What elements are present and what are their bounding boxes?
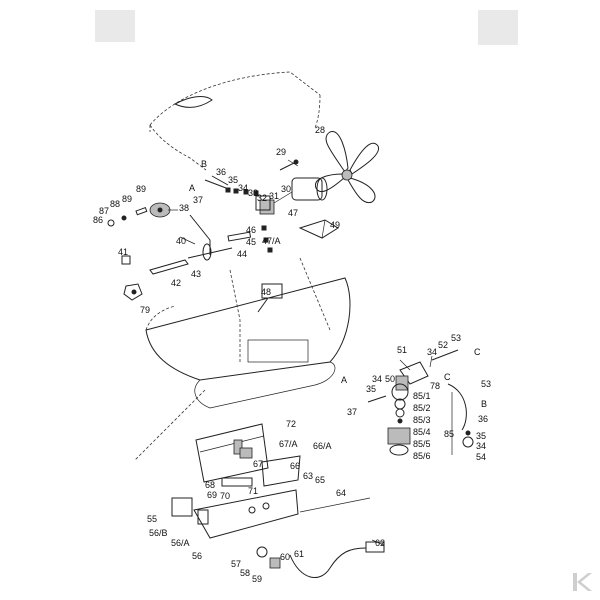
label-C1: C bbox=[474, 347, 481, 357]
label-47: 47 bbox=[288, 208, 298, 218]
label-34a: 34 bbox=[238, 183, 248, 193]
label-31: 31 bbox=[269, 191, 279, 201]
label-44: 44 bbox=[237, 249, 247, 259]
label-59: 59 bbox=[252, 574, 262, 584]
label-85: 85 bbox=[444, 429, 454, 439]
label-35a: 35 bbox=[228, 175, 238, 185]
label-30: 30 bbox=[281, 184, 291, 194]
power-cable bbox=[256, 541, 385, 578]
label-56: 56 bbox=[192, 551, 202, 561]
label-48: 48 bbox=[261, 287, 271, 297]
label-34d: 34 bbox=[476, 441, 486, 451]
lower-housing bbox=[145, 257, 351, 409]
label-35b: 35 bbox=[366, 384, 376, 394]
label-37b: 37 bbox=[347, 407, 357, 417]
photocell bbox=[279, 159, 299, 171]
label-35c: 35 bbox=[476, 431, 486, 441]
label-66A: 66/A bbox=[313, 441, 332, 451]
label-87: 87 bbox=[99, 206, 109, 216]
label-B2: B bbox=[481, 399, 487, 409]
label-45: 45 bbox=[246, 237, 256, 247]
label-64: 64 bbox=[336, 488, 346, 498]
label-67A: 67/A bbox=[279, 439, 298, 449]
label-34b: 34 bbox=[427, 347, 437, 357]
link-line bbox=[134, 389, 206, 461]
fittings-row-upper bbox=[204, 175, 259, 196]
label-42: 42 bbox=[171, 278, 181, 288]
label-58: 58 bbox=[240, 568, 250, 578]
brand-k-icon bbox=[573, 573, 592, 591]
control-box bbox=[171, 423, 301, 539]
ghost-block-right bbox=[478, 10, 518, 45]
leader-lines bbox=[168, 159, 453, 546]
label-57: 57 bbox=[231, 559, 241, 569]
label-79: 79 bbox=[140, 305, 150, 315]
label-66: 66 bbox=[290, 461, 300, 471]
label-56A: 56/A bbox=[171, 538, 190, 548]
pump-filter-assembly bbox=[367, 349, 474, 456]
label-61: 61 bbox=[294, 549, 304, 559]
label-85-6: 85/6 bbox=[413, 451, 431, 461]
label-49: 49 bbox=[330, 220, 340, 230]
ghost-block-left bbox=[95, 10, 135, 42]
label-70: 70 bbox=[220, 491, 230, 501]
label-85-3: 85/3 bbox=[413, 415, 431, 425]
label-67: 67 bbox=[253, 459, 263, 469]
label-65: 65 bbox=[315, 475, 325, 485]
label-88: 88 bbox=[110, 199, 120, 209]
label-55: 55 bbox=[147, 514, 157, 524]
label-A1: A bbox=[189, 183, 195, 193]
fan-blade bbox=[314, 131, 380, 204]
label-52: 52 bbox=[438, 340, 448, 350]
label-36a: 36 bbox=[216, 167, 226, 177]
label-71: 71 bbox=[248, 486, 258, 496]
label-34c: 34 bbox=[372, 374, 382, 384]
label-56B: 56/B bbox=[149, 528, 168, 538]
label-62: 62 bbox=[375, 538, 385, 548]
part-labels: 28 29 30 31 32 33 34 35 36 B A 37 38 89 … bbox=[93, 125, 491, 584]
label-53b: 53 bbox=[481, 379, 491, 389]
label-51: 51 bbox=[397, 345, 407, 355]
label-32: 32 bbox=[257, 193, 267, 203]
label-68: 68 bbox=[205, 480, 215, 490]
label-33: 33 bbox=[248, 188, 258, 198]
label-85-1: 85/1 bbox=[413, 391, 431, 401]
label-B1: B bbox=[201, 159, 207, 169]
label-53a: 53 bbox=[451, 333, 461, 343]
label-69: 69 bbox=[207, 490, 217, 500]
label-85-5: 85/5 bbox=[413, 439, 431, 449]
label-85-2: 85/2 bbox=[413, 403, 431, 413]
label-72: 72 bbox=[286, 419, 296, 429]
label-46: 46 bbox=[246, 225, 256, 235]
bracket bbox=[298, 219, 339, 239]
label-63: 63 bbox=[303, 471, 313, 481]
label-A2: A bbox=[341, 375, 347, 385]
label-41: 41 bbox=[118, 247, 128, 257]
nozzle-assembly bbox=[227, 225, 273, 253]
label-43: 43 bbox=[191, 269, 201, 279]
small-parts-left bbox=[121, 255, 189, 301]
label-40: 40 bbox=[176, 236, 186, 246]
label-37a: 37 bbox=[193, 195, 203, 205]
label-89a: 89 bbox=[136, 184, 146, 194]
label-50: 50 bbox=[385, 374, 395, 384]
label-60: 60 bbox=[280, 552, 290, 562]
label-54: 54 bbox=[476, 452, 486, 462]
label-85-4: 85/4 bbox=[413, 427, 431, 437]
label-C2: C bbox=[444, 372, 451, 382]
label-36b: 36 bbox=[478, 414, 488, 424]
pump-rod bbox=[187, 214, 233, 261]
motor bbox=[255, 177, 328, 215]
label-38: 38 bbox=[179, 203, 189, 213]
label-47A: 47/A bbox=[262, 236, 281, 246]
label-86: 86 bbox=[93, 215, 103, 225]
label-28: 28 bbox=[315, 125, 325, 135]
label-29: 29 bbox=[276, 147, 286, 157]
upper-housing bbox=[149, 71, 321, 171]
label-89b: 89 bbox=[122, 194, 132, 204]
label-78: 78 bbox=[430, 381, 440, 391]
